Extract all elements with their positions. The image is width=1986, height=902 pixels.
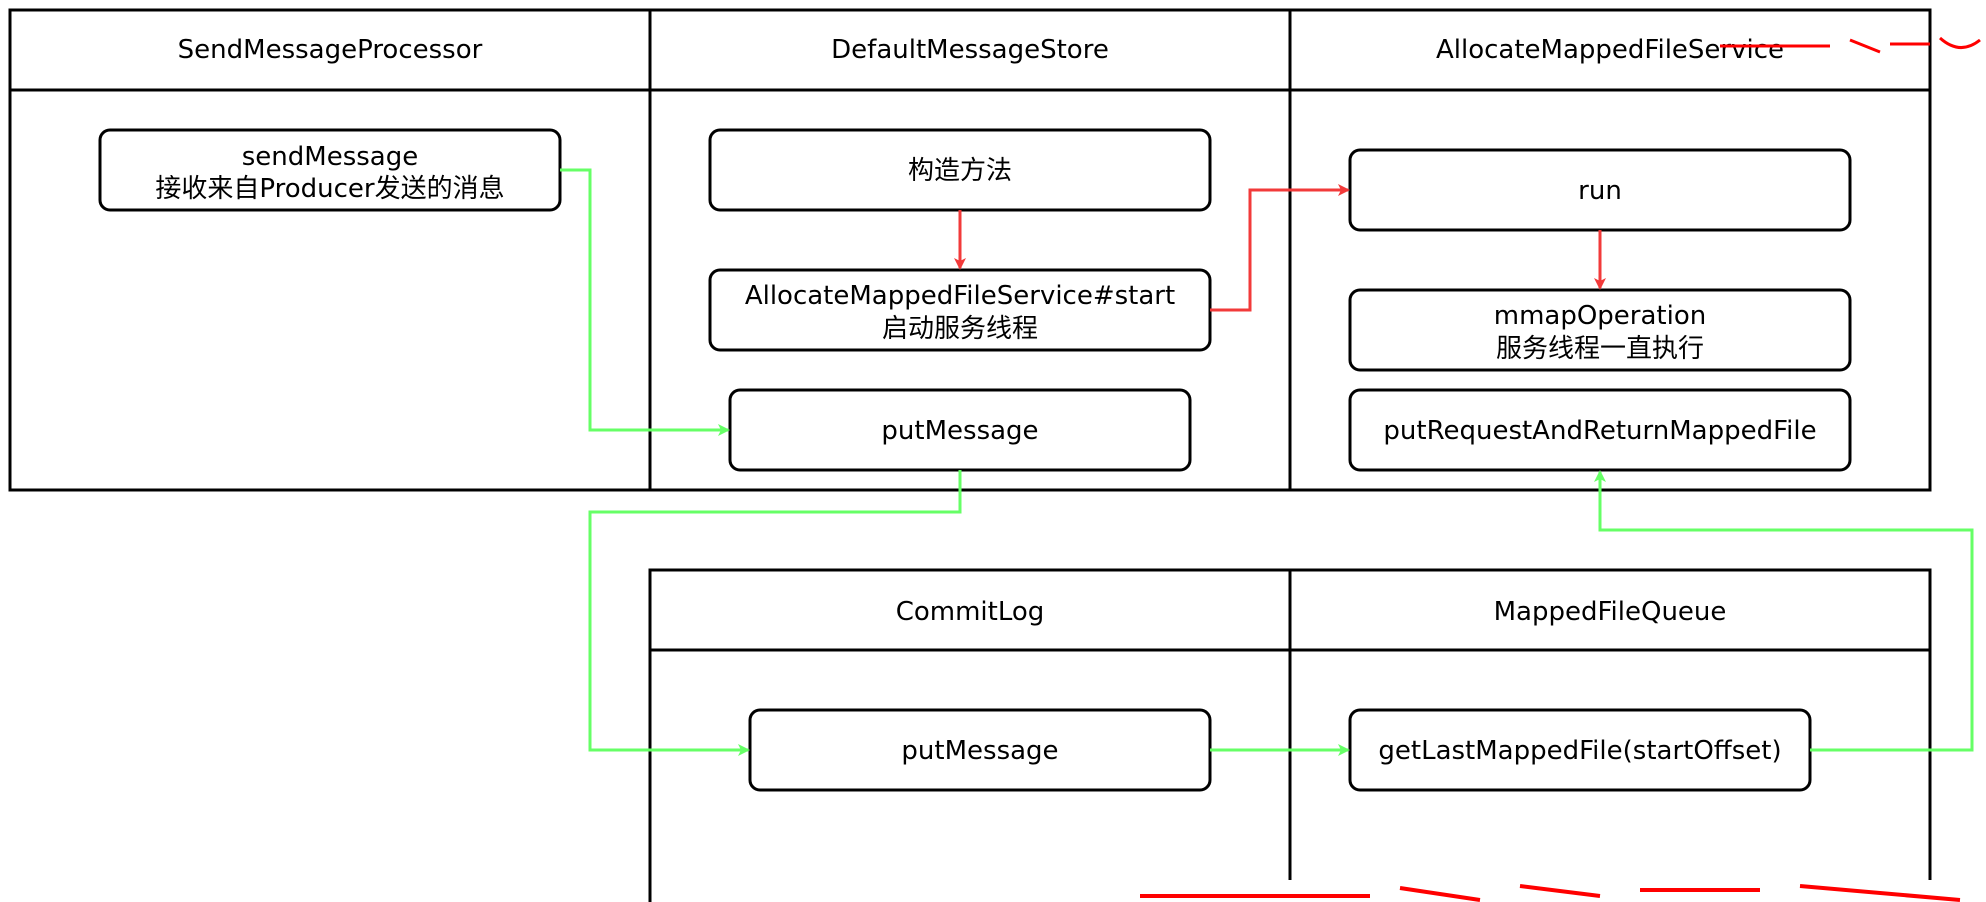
node-allocate-start: AllocateMappedFileService#start 启动服务线程 bbox=[708, 268, 1212, 352]
node-label: 启动服务线程 bbox=[882, 314, 1038, 344]
node-send-message: sendMessage 接收来自Producer发送的消息 bbox=[98, 128, 562, 212]
pool-top-border bbox=[8, 8, 1932, 492]
node-label: 接收来自Producer发送的消息 bbox=[155, 174, 504, 204]
node-store-put-message: putMessage bbox=[728, 388, 1192, 472]
lane-title-allocate-mapped-file-service: AllocateMappedFileService bbox=[1436, 35, 1784, 65]
watermark-stroke bbox=[1720, 36, 1981, 54]
node-label: putMessage bbox=[881, 416, 1038, 446]
watermark-stroke bbox=[1140, 884, 1961, 902]
node-commitlog-put-message: putMessage bbox=[748, 708, 1212, 792]
node-label: AllocateMappedFileService#start bbox=[745, 281, 1175, 311]
lane-title-mapped-file-queue: MappedFileQueue bbox=[1494, 597, 1727, 627]
node-label: getLastMappedFile(startOffset) bbox=[1378, 736, 1781, 766]
lane-title-commitlog: CommitLog bbox=[896, 597, 1045, 627]
arrow-send-to-putmessage bbox=[560, 168, 730, 436]
node-constructor: 构造方法 bbox=[708, 128, 1212, 212]
pool-top: SendMessageProcessor DefaultMessageStore… bbox=[8, 8, 1932, 492]
lane-title-default-message-store: DefaultMessageStore bbox=[831, 35, 1109, 65]
node-put-request: putRequestAndReturnMappedFile bbox=[1348, 388, 1852, 472]
lane-title-send-message-processor: SendMessageProcessor bbox=[178, 35, 483, 65]
node-mmap-operation: mmapOperation 服务线程一直执行 bbox=[1348, 288, 1852, 372]
pool-bottom: CommitLog MappedFileQueue bbox=[648, 568, 1932, 902]
arrow-getlast-to-putrequest bbox=[1594, 470, 1974, 752]
node-run: run bbox=[1348, 148, 1852, 232]
arrow-store-to-commitlog bbox=[588, 470, 962, 756]
node-get-last-mapped-file: getLastMappedFile(startOffset) bbox=[1348, 708, 1812, 792]
node-label: 服务线程一直执行 bbox=[1496, 334, 1704, 364]
node-label: run bbox=[1578, 176, 1622, 206]
watermark bbox=[1140, 36, 1981, 902]
node-label: putRequestAndReturnMappedFile bbox=[1383, 416, 1816, 446]
node-label: sendMessage bbox=[242, 142, 418, 172]
green-connectors bbox=[560, 168, 1974, 756]
arrow-start-to-run bbox=[1210, 184, 1350, 312]
red-connectors bbox=[954, 184, 1606, 312]
node-label: 构造方法 bbox=[908, 156, 1012, 186]
node-label: putMessage bbox=[901, 736, 1058, 766]
node-label: mmapOperation bbox=[1494, 301, 1706, 331]
